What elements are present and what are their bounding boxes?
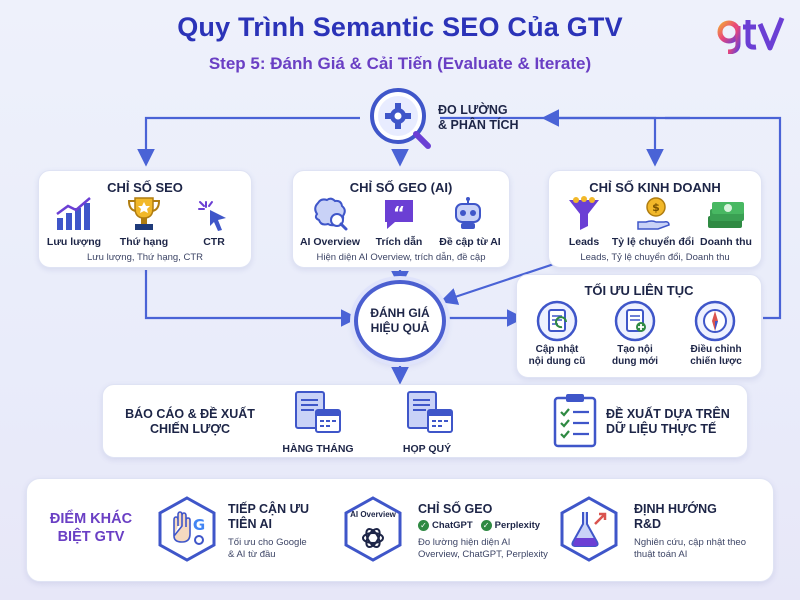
geo-openai-icon	[343, 496, 403, 562]
geo-item-ai-overview: AI Overview	[299, 236, 361, 248]
svg-text:G: G	[193, 516, 205, 534]
ai-overview-badge: AI Overview	[350, 510, 396, 519]
rd-flask-icon	[559, 496, 619, 562]
check-icon: ✓	[480, 520, 492, 531]
money-hand-icon: $	[636, 196, 672, 232]
measure-label: ĐO LƯỜNG & PHÂN TÍCH	[438, 103, 519, 132]
cash-stack-icon	[706, 198, 746, 232]
rd-text: Nghiên cứu, cập nhật theo thuật toán AI	[634, 537, 746, 560]
measure-analyze-icon	[368, 86, 432, 150]
business-card-title: CHỈ SỐ KINH DOANH	[589, 180, 721, 195]
perplexity-chip: ✓ Perplexity	[480, 520, 540, 531]
seo-item-ctr: CTR	[203, 236, 225, 248]
compass-strategy-icon	[694, 300, 736, 342]
update-content-icon	[536, 300, 578, 342]
monthly-label: HÀNG THÁNG	[282, 443, 354, 455]
ai-first-icon: G	[157, 496, 217, 562]
evaluate-node	[354, 280, 446, 362]
ai-brain-icon	[311, 196, 349, 232]
ai-robot-icon	[450, 196, 486, 232]
seo-item-ranking: Thứ hạng	[119, 236, 169, 248]
quarterly-meeting-icon	[404, 390, 454, 436]
proposal-label: ĐỀ XUẤT DỰA TRÊN DỮ LIỆU THỰC TẾ	[606, 407, 730, 436]
quarterly-label: HỌP QUÝ	[402, 443, 452, 455]
geo-footer-title: CHỈ SỐ GEO	[418, 502, 493, 516]
evaluate-label: ĐÁNH GIÁ HIỆU QUẢ	[370, 306, 430, 335]
quote-citation-icon: “	[381, 196, 417, 232]
svg-text:“: “	[393, 203, 405, 224]
chatgpt-chip: ✓ ChatGPT	[418, 520, 473, 531]
difference-label: ĐIỂM KHÁC BIỆT GTV	[49, 511, 133, 545]
new-content-icon	[614, 300, 656, 342]
monthly-report-icon	[292, 390, 342, 436]
geo-item-ai-mention: Đề cập từ AI	[439, 236, 501, 248]
optimize-card-title: TỐI ƯU LIÊN TỤC	[584, 283, 694, 298]
gtv-difference-panel	[26, 478, 774, 582]
svg-text:$: $	[652, 201, 660, 214]
page-subtitle: Step 5: Đánh Giá & Cải Tiến (Evaluate & …	[208, 54, 592, 73]
geo-chips: ✓ ChatGPT ✓ Perplexity	[418, 520, 540, 531]
geo-card-note: Hiện diện AI Overview, trích dẫn, đề cập	[316, 252, 486, 263]
seo-card-title: CHỈ SỐ SEO	[107, 180, 183, 195]
business-item-leads: Leads	[568, 236, 600, 248]
funnel-icon	[566, 196, 602, 232]
business-item-revenue: Doanh thu	[700, 236, 752, 248]
rd-title: ĐỊNH HƯỚNG R&D	[634, 502, 717, 531]
trophy-icon	[124, 194, 164, 234]
traffic-chart-icon	[54, 196, 94, 232]
seo-item-traffic: Lưu lượng	[46, 236, 102, 248]
ai-first-text: Tối ưu cho Google & AI từ đầu	[228, 537, 307, 560]
business-card-note: Leads, Tỷ lệ chuyển đổi, Doanh thu	[580, 252, 730, 263]
checklist-icon	[552, 392, 598, 448]
seo-card-note: Lưu lượng, Thứ hạng, CTR	[87, 252, 203, 263]
report-label: BÁO CÁO & ĐỀ XUẤT CHIẾN LƯỢC	[125, 407, 255, 436]
page-title: Quy Trình Semantic SEO Của GTV	[177, 12, 623, 42]
gtv-logo	[716, 14, 786, 54]
check-icon: ✓	[418, 520, 429, 531]
ai-first-title: TIẾP CẬN ƯU TIÊN AI	[228, 502, 309, 531]
business-item-conversion: Tỷ lệ chuyển đổi	[611, 236, 695, 248]
geo-item-citation: Trích dẫn	[375, 236, 423, 248]
geo-card-title: CHỈ SỐ GEO (AI)	[349, 180, 453, 195]
geo-footer-text: Đo lường hiện diện AI Overview, ChatGPT,…	[418, 537, 548, 560]
cursor-click-icon	[196, 198, 232, 234]
